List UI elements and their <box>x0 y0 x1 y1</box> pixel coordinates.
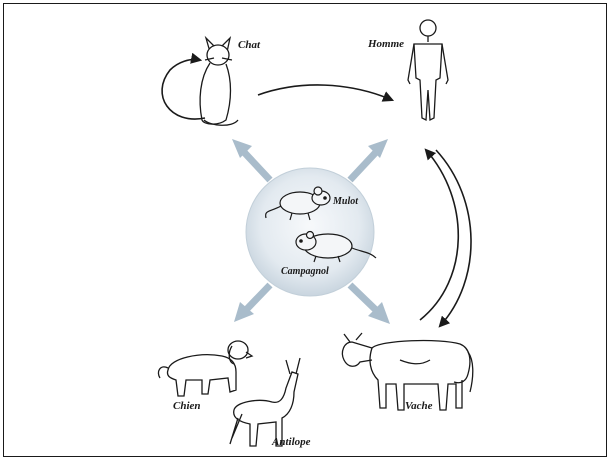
antelope-icon <box>230 358 300 446</box>
man-to-cow-arrow <box>436 150 471 326</box>
label-chat: Chat <box>238 39 260 51</box>
label-vache: Vache <box>405 400 433 412</box>
blue-arrow-to-chien <box>234 285 270 322</box>
label-mulot: Mulot <box>333 196 358 207</box>
label-antilope: Antilope <box>272 436 311 448</box>
cat-icon <box>200 38 238 125</box>
label-homme: Homme <box>368 38 404 50</box>
cow-to-man-arrow <box>420 150 458 320</box>
label-campagnol: Campagnol <box>281 266 329 277</box>
blue-arrow-to-homme <box>350 139 388 180</box>
cat-to-man-arrow <box>258 85 392 100</box>
cow-icon <box>342 333 472 410</box>
cat-self-loop-arrow <box>162 59 205 119</box>
man-icon <box>408 20 448 120</box>
label-chien: Chien <box>173 400 201 412</box>
blue-arrow-to-vache <box>350 285 390 324</box>
dog-icon <box>158 341 252 396</box>
blue-arrow-to-chat <box>232 139 270 180</box>
